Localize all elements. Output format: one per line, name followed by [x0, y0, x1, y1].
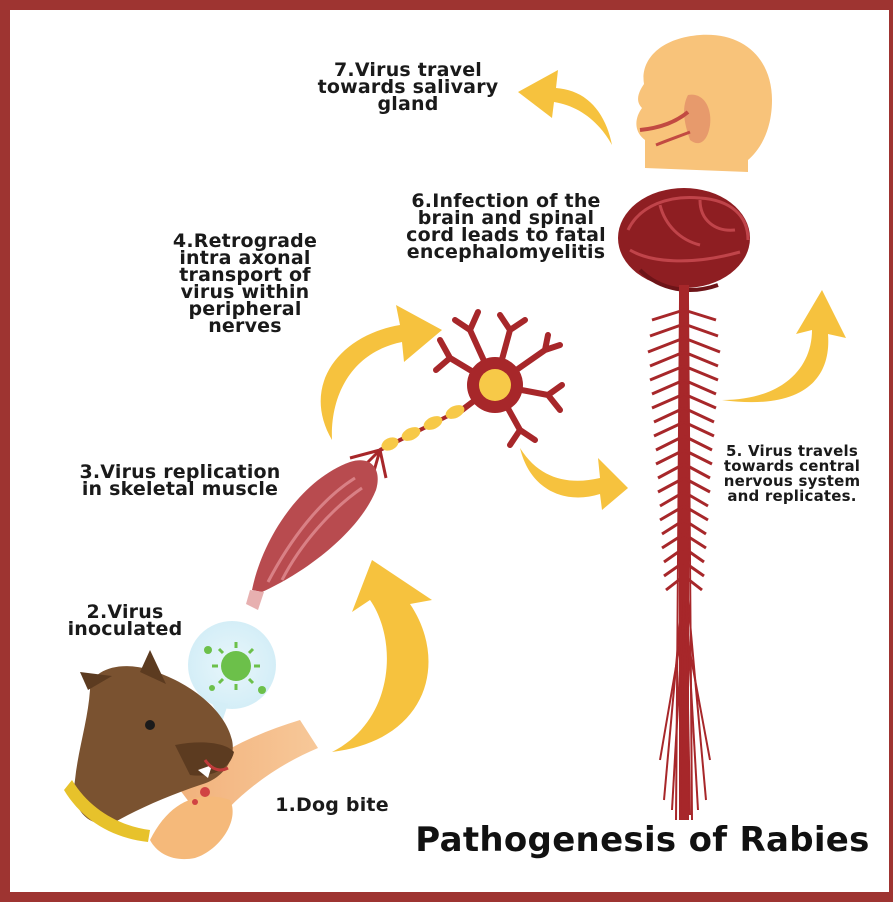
- step-4-label: 4.Retrograde intra axonal transport of v…: [155, 233, 335, 335]
- curved-arrow-icon: [520, 448, 628, 510]
- head-icon: [636, 35, 772, 172]
- step-5-label: 5. Virus travels towards central nervous…: [712, 444, 872, 504]
- spinal-cord-icon: [648, 285, 720, 820]
- curved-arrow-icon: [332, 560, 432, 752]
- curved-arrow-icon: [722, 290, 846, 402]
- step-3-label: 3.Virus replication in skeletal muscle: [70, 464, 290, 498]
- curved-arrow-icon: [321, 305, 442, 440]
- step-1-label: 1.Dog bite: [262, 797, 402, 814]
- dog-icon: [64, 650, 318, 859]
- step-6-label: 6.Infection of the brain and spinal cord…: [395, 193, 617, 261]
- step-7-label: 7.Virus travel towards salivary gland: [308, 62, 508, 113]
- curved-arrow-icon: [518, 70, 612, 145]
- brain-icon: [618, 188, 750, 290]
- step-2-label: 2.Virus inoculated: [55, 604, 195, 638]
- diagram-title: Pathogenesis of Rabies: [400, 820, 885, 860]
